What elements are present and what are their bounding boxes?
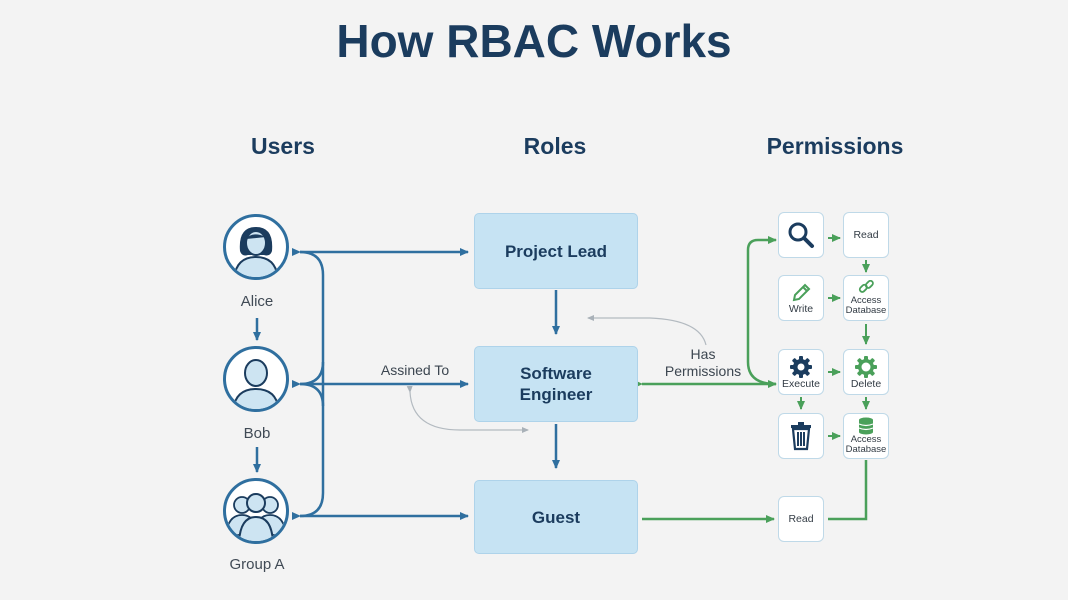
- user-label-alice: Alice: [240, 293, 274, 310]
- permission-read-label: Read: [853, 229, 879, 241]
- bob-avatar: [223, 346, 289, 412]
- permission-delete-label: Delete: [850, 378, 882, 390]
- permission-execute[interactable]: Execute: [778, 349, 824, 395]
- database-icon: [858, 417, 874, 435]
- has-permissions-label: Has Permissions: [664, 346, 742, 379]
- link-icon: [858, 280, 874, 293]
- gear-outline-icon: [855, 356, 877, 378]
- role-software-engineer[interactable]: Software Engineer: [474, 346, 638, 422]
- role-project-lead[interactable]: Project Lead: [474, 213, 638, 289]
- permission-access-database-1-label: Access Database: [845, 295, 887, 316]
- role-guest[interactable]: Guest: [474, 480, 638, 554]
- engineer-to-read-branch: [746, 236, 777, 386]
- alice-person-icon: [233, 227, 279, 277]
- search-icon: [788, 222, 814, 248]
- permission-access-database-2[interactable]: Access Database: [843, 413, 889, 459]
- group-people-icon: [226, 493, 286, 541]
- permission-guest-read[interactable]: Read: [778, 496, 824, 542]
- permission-access-database-1[interactable]: Access Database: [843, 275, 889, 321]
- user-label-group-a: Group A: [229, 556, 285, 573]
- permission-access-database-2-label: Access Database: [845, 434, 887, 455]
- permission-write-label: Write: [788, 303, 814, 315]
- permission-search[interactable]: [778, 212, 824, 258]
- permission-delete[interactable]: Delete: [843, 349, 889, 395]
- users-column-heading: Users: [251, 133, 315, 159]
- permissions-column-heading: Permissions: [766, 133, 904, 159]
- grey-curve-lower: [406, 385, 529, 433]
- bob-person-icon: [232, 359, 280, 409]
- permission-trash[interactable]: [778, 413, 824, 459]
- roles-column-heading: Roles: [523, 133, 587, 159]
- gear-icon: [790, 356, 812, 378]
- permission-read[interactable]: Read: [843, 212, 889, 258]
- assigned-to-label: Assined To: [380, 362, 450, 378]
- trash-icon: [791, 422, 811, 451]
- permission-guest-read-label: Read: [788, 513, 814, 525]
- pencil-icon: [792, 283, 811, 302]
- access-db-to-guest-read-line: [828, 460, 868, 521]
- group-a-avatar: [223, 478, 289, 544]
- user-label-bob: Bob: [243, 425, 271, 442]
- alice-avatar: [223, 214, 289, 280]
- grey-curve-upper: [587, 315, 707, 346]
- permission-write[interactable]: Write: [778, 275, 824, 321]
- permission-execute-label: Execute: [782, 378, 820, 390]
- page-title: How RBAC Works: [336, 15, 732, 67]
